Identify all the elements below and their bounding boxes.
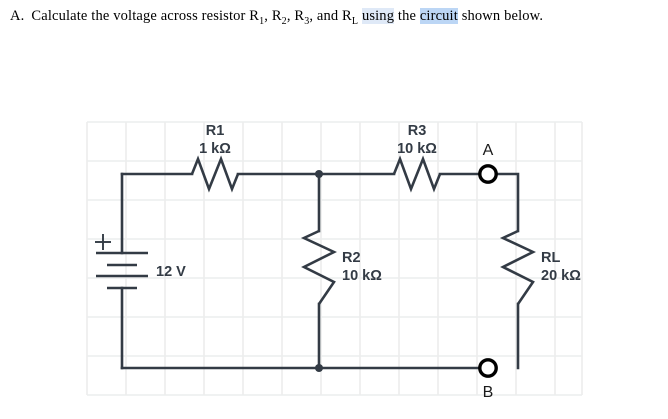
subscript-r3: 3 xyxy=(304,15,310,27)
grid-background xyxy=(86,121,583,396)
resistor-r1-ref: R1 xyxy=(206,123,225,139)
resistor-r2-body xyxy=(300,229,337,305)
subscript-r1: 1 xyxy=(259,15,265,27)
resistor-rl-body xyxy=(499,229,536,305)
resistor-r3-ref: R3 xyxy=(408,123,427,139)
question-sep-3: , and R xyxy=(309,8,352,24)
highlighted-word-circuit: circuit xyxy=(419,8,458,24)
resistor-r2-ref: R2 xyxy=(342,250,361,266)
question-text: A. Calculate the voltage across resistor … xyxy=(10,8,660,27)
circuit-schematic-svg: R1 1 kΩ R3 10 kΩ R2 10 kΩ RL 20 kΩ xyxy=(86,121,583,401)
resistor-r1-body xyxy=(190,155,240,193)
resistor-r2: R2 10 kΩ xyxy=(300,229,382,305)
wire-network xyxy=(120,172,520,370)
resistor-rl: RL 20 kΩ xyxy=(499,229,581,305)
wire-node-a-to-rl xyxy=(496,172,520,233)
question-sep-2: , R xyxy=(286,8,305,24)
terminal-b: B xyxy=(478,358,498,401)
resistor-rl-value: 20 kΩ xyxy=(541,268,581,284)
junction-dot-top xyxy=(315,170,323,178)
resistor-r1-value: 1 kΩ xyxy=(199,141,231,157)
resistor-r2-value: 10 kΩ xyxy=(342,268,382,284)
resistor-r3-value: 10 kΩ xyxy=(397,141,437,157)
question-mid: the xyxy=(394,8,420,24)
terminal-b-label: B xyxy=(483,384,494,401)
battery-voltage-label: 12 V xyxy=(156,264,186,280)
subscript-r2: 2 xyxy=(281,15,287,27)
terminal-a: A xyxy=(478,142,498,184)
battery-source: 12 V xyxy=(95,234,186,290)
resistor-rl-ref: RL xyxy=(541,250,560,266)
question-label: A. xyxy=(10,8,25,24)
circuit-diagram: R1 1 kΩ R3 10 kΩ R2 10 kΩ RL 20 kΩ xyxy=(0,95,668,419)
question-tail: shown below. xyxy=(457,8,544,24)
resistor-r3: R3 10 kΩ xyxy=(392,123,442,193)
highlighted-word-using: using xyxy=(361,8,395,24)
junction-dot-bottom xyxy=(315,364,323,372)
terminal-a-ring xyxy=(478,164,498,184)
question-part-1: Calculate the voltage across resistor R xyxy=(31,8,260,24)
terminal-b-ring xyxy=(478,358,498,378)
resistor-r1: R1 1 kΩ xyxy=(190,123,240,193)
question-sep-1: , R xyxy=(264,8,282,24)
terminal-a-label: A xyxy=(483,142,494,159)
subscript-rl: L xyxy=(351,15,359,27)
resistor-r3-body xyxy=(392,155,442,193)
junction-nodes xyxy=(315,170,323,372)
